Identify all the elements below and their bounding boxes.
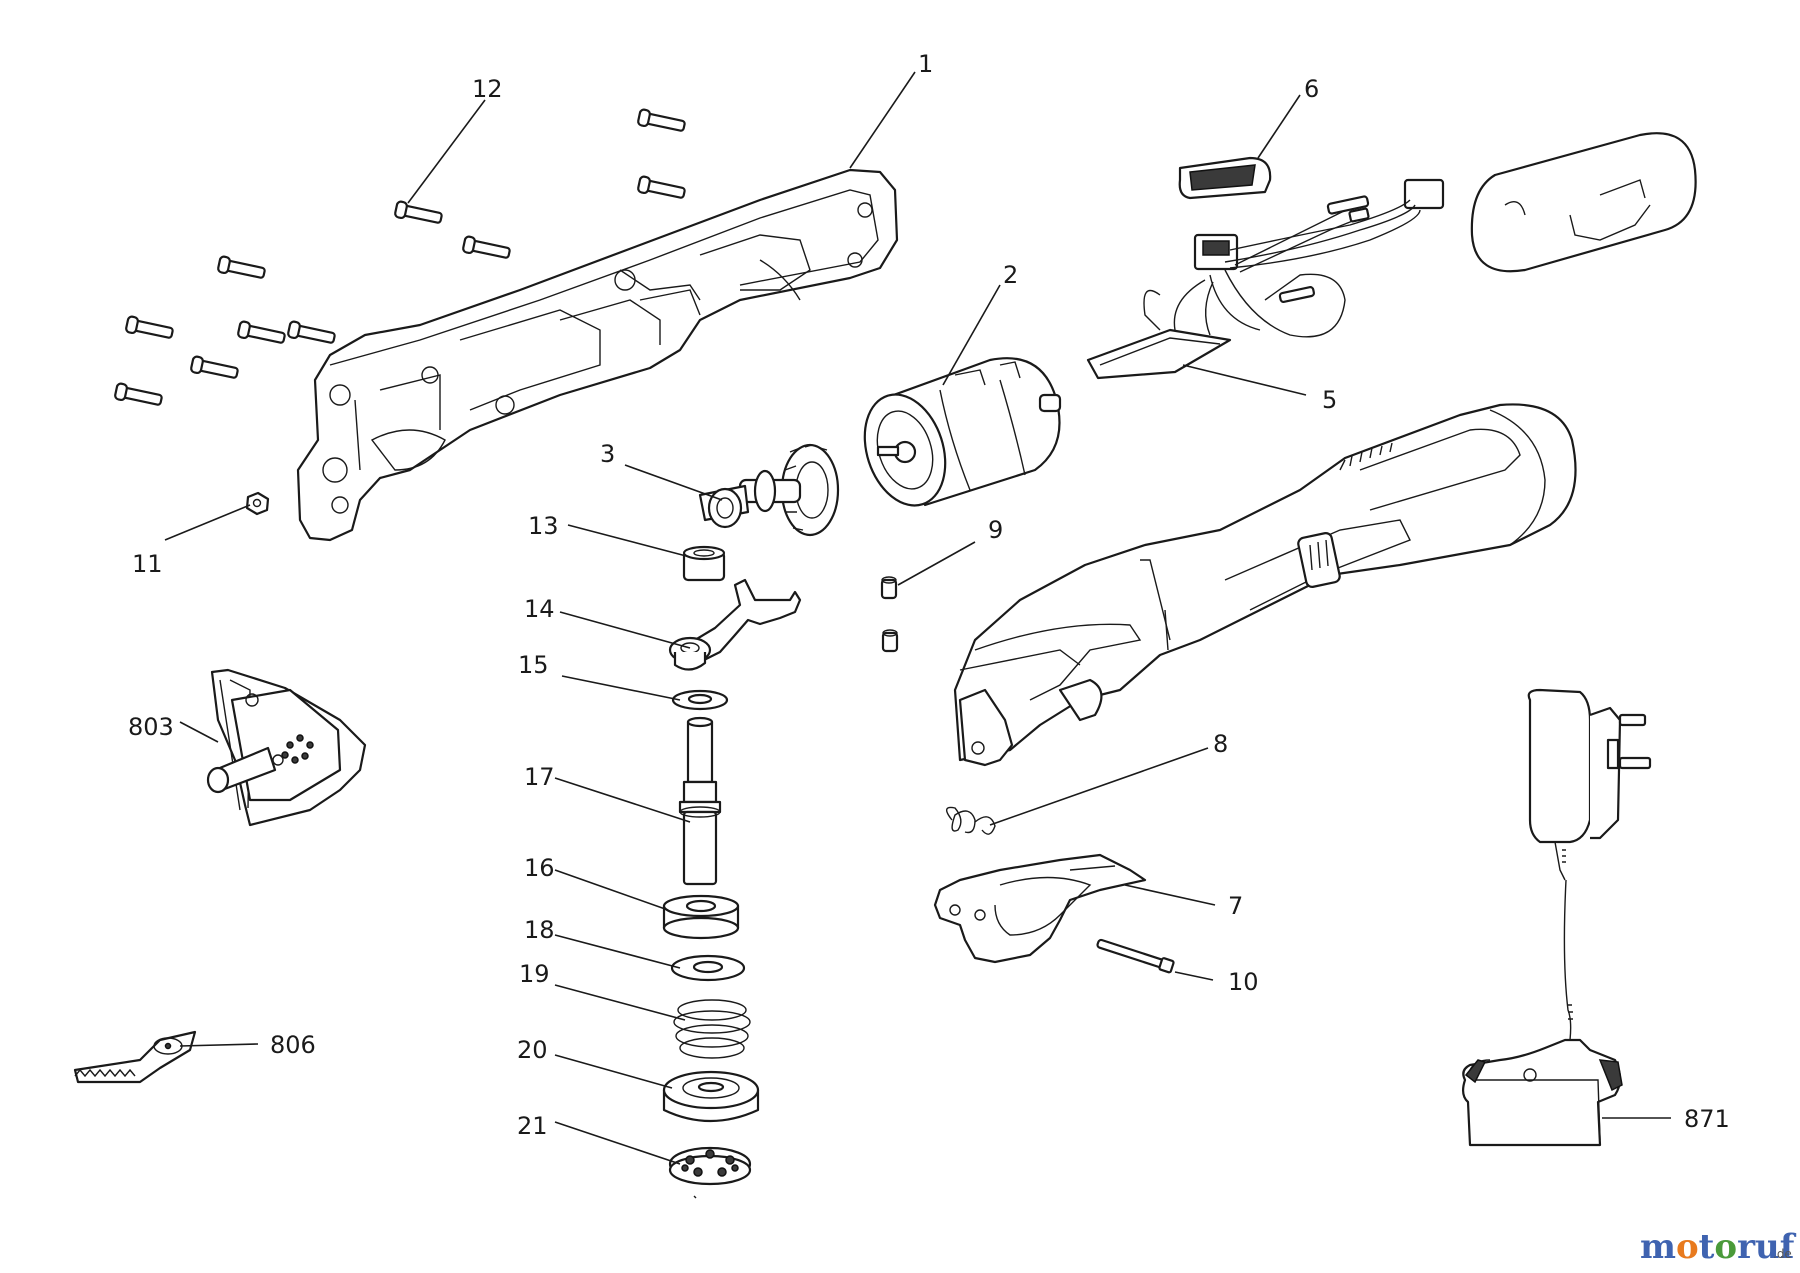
label-20: 20 (517, 1036, 548, 1064)
label-871: 871 (1684, 1105, 1730, 1133)
leader-7 (1124, 884, 1216, 906)
leader-lines (164, 71, 1671, 1165)
spring-part (673, 999, 751, 1059)
label-5: 5 (1322, 386, 1337, 414)
motor-part (863, 357, 1062, 507)
washer-2-part (670, 954, 746, 982)
switch-pcb-part (1086, 178, 1445, 380)
watermark-brand: motoruf (1640, 1227, 1797, 1267)
battery-cap-part (1178, 156, 1272, 200)
pin-screw-part (1096, 938, 1175, 974)
washer-part (671, 689, 729, 711)
leader-9 (897, 541, 976, 586)
label-7: 7 (1228, 892, 1243, 920)
label-11: 11 (132, 550, 163, 578)
label-15: 15 (518, 651, 549, 679)
label-16: 16 (524, 854, 555, 882)
watermark-suffix: .de (1773, 1247, 1792, 1261)
label-1: 1 (918, 50, 933, 78)
label-17: 17 (524, 763, 555, 791)
label-8: 8 (1213, 730, 1228, 758)
label-21: 21 (517, 1112, 548, 1140)
sanding-pad-part (206, 668, 367, 827)
leader-16 (554, 869, 669, 911)
label-806: 806 (270, 1031, 316, 1059)
battery-pack-part (1470, 132, 1697, 273)
label-9: 9 (988, 516, 1003, 544)
leader-5 (1182, 364, 1307, 396)
screws-part (114, 108, 686, 406)
label-13: 13 (528, 512, 559, 540)
watermark-logo: motoruf .de (1640, 1227, 1797, 1267)
leader-1 (849, 71, 916, 169)
leader-15 (561, 675, 681, 701)
fork-lever-part (668, 578, 802, 671)
leader-3 (624, 464, 723, 501)
label-803: 803 (128, 713, 174, 741)
nut-part (245, 491, 270, 516)
callout-labels: 1 2 3 5 6 7 8 9 10 11 12 13 14 15 16 17 … (128, 50, 1730, 1140)
label-19: 19 (519, 960, 550, 988)
label-10: 10 (1228, 968, 1259, 996)
leader-14 (559, 611, 691, 649)
gear-shaft-part (698, 443, 840, 537)
leader-17 (554, 777, 691, 823)
base-cover-part (933, 853, 1147, 964)
leader-2 (942, 284, 1001, 386)
leader-10 (1174, 971, 1214, 981)
spring-clip-part (946, 806, 996, 835)
pins-part (880, 576, 899, 653)
leader-18 (554, 934, 681, 969)
leader-21 (554, 1121, 681, 1165)
leader-8 (989, 747, 1209, 826)
clamp-disc-part (668, 1146, 752, 1199)
leader-6 (1257, 94, 1301, 159)
leader-13 (567, 524, 691, 558)
flange-part (662, 1070, 760, 1123)
label-2: 2 (1003, 261, 1018, 289)
bearing-part (662, 894, 740, 940)
leader-803 (179, 721, 219, 743)
housing-half-part (296, 168, 899, 542)
leader-11 (164, 504, 251, 541)
leader-12 (407, 99, 486, 204)
leader-19 (554, 984, 686, 1021)
spindle-part (678, 716, 722, 886)
label-6: 6 (1304, 75, 1319, 103)
leader-20 (554, 1054, 673, 1089)
saw-blade-part (73, 1030, 197, 1084)
label-12: 12 (472, 75, 503, 103)
label-14: 14 (524, 595, 555, 623)
label-3: 3 (600, 440, 615, 468)
bushing-part (682, 545, 726, 582)
leader-806 (179, 1043, 259, 1047)
charger-part (1461, 688, 1652, 1147)
assembled-tool-part (953, 403, 1577, 767)
label-18: 18 (524, 916, 555, 944)
